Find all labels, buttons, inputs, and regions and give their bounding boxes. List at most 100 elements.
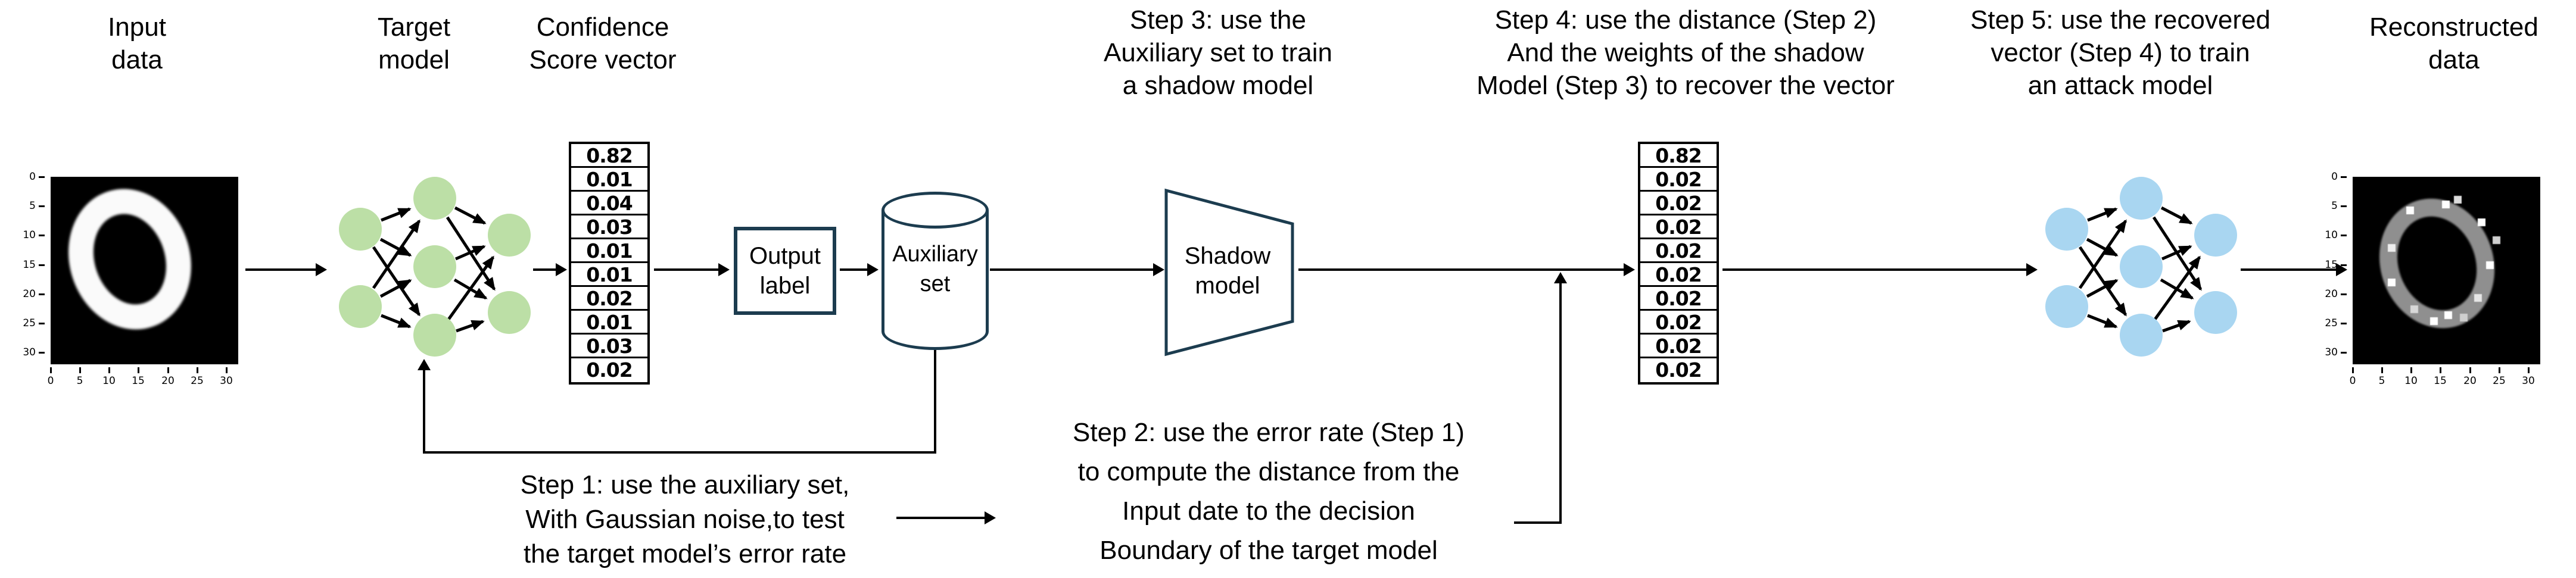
target-model-network: [339, 177, 531, 357]
y-tick-label: 25: [18, 317, 45, 330]
y-tick-label: 15: [2320, 258, 2347, 271]
y-tick-label: 15: [18, 258, 45, 271]
arrow-target-to-vector: [533, 263, 567, 276]
vector-cell: 0.01: [571, 311, 647, 335]
box-line: model: [1195, 273, 1260, 299]
x-tick-label: 30: [2516, 367, 2540, 387]
vector-cell: 0.02: [1640, 287, 1717, 311]
title-line: an attack model: [2027, 71, 2213, 100]
input-data-title: Input data: [48, 11, 226, 76]
step-line: Boundary of the target model: [1099, 536, 1438, 565]
title-line: a shadow model: [1122, 71, 1314, 100]
cylinder-top: [881, 192, 989, 229]
target-model-title: Target model: [325, 11, 503, 76]
x-tick-label: 30: [214, 367, 238, 387]
x-tick-label: 0: [2341, 367, 2365, 387]
title-line: Model (Step 3) to recover the vector: [1477, 71, 1895, 100]
reconstructed-mnist-image: [2353, 177, 2540, 364]
vector-cell: 0.02: [1640, 168, 1717, 192]
title-line: Step 5: use the recovered: [1970, 5, 2270, 35]
vector-cell: 0.04: [571, 192, 647, 215]
neuron: [339, 285, 382, 328]
step2-connector-foot: [1514, 521, 1562, 524]
title-line: Score vector: [529, 45, 677, 74]
neuron: [2120, 245, 2163, 288]
y-tick-label: 0: [2320, 170, 2347, 183]
title-line: Input: [108, 13, 166, 42]
shadow-model-label: Shadow model: [1163, 241, 1292, 301]
vector-cell: 0.02: [1640, 263, 1717, 287]
x-tick-label: 25: [185, 367, 209, 387]
step1-annotation: Step 1: use the auxiliary set, With Gaus…: [476, 468, 893, 571]
neuron: [2045, 208, 2088, 251]
vector-cell: 0.01: [571, 239, 647, 263]
y-tick-label: 10: [18, 229, 45, 242]
x-tick-label: 10: [2399, 367, 2423, 387]
x-tick-label: 20: [2458, 367, 2482, 387]
vector-cell: 0.03: [571, 335, 647, 358]
vector-cell: 0.02: [1640, 311, 1717, 335]
box-line: set: [920, 271, 951, 296]
x-tick-label: 0: [39, 367, 63, 387]
neuron: [413, 314, 456, 357]
y-tick-label: 0: [18, 170, 45, 183]
y-tick-label: 20: [2320, 288, 2347, 301]
step-line: Step 2: use the error rate (Step 1): [1073, 418, 1465, 447]
step5-title: Step 5: use the recovered vector (Step 4…: [1942, 4, 2299, 102]
neuron: [413, 177, 456, 220]
vector-cell: 0.02: [1640, 239, 1717, 263]
step-line: With Gaussian noise,to test: [525, 505, 845, 534]
network-edges: [2078, 206, 2203, 333]
arrow-output-label-to-auxiliary: [840, 263, 879, 276]
step4-title: Step 4: use the distance (Step 2) And th…: [1447, 4, 1924, 102]
feedback-line-from-auxiliary: [934, 350, 936, 454]
x-tick-label: 5: [2370, 367, 2394, 387]
arrow-step1-to-step2: [896, 511, 996, 524]
vector-cell: 0.02: [1640, 335, 1717, 358]
title-line: Step 4: use the distance (Step 2): [1494, 5, 1877, 35]
vector-cell: 0.01: [571, 168, 647, 192]
x-tick-label: 5: [68, 367, 92, 387]
digit-zero-noisy-glyph: [2362, 182, 2513, 344]
confidence-vector-title: Confidence Score vector: [484, 11, 722, 76]
step-line: the target model’s error rate: [523, 539, 847, 568]
x-tick-label: 20: [156, 367, 180, 387]
output-label-box: Output label: [734, 227, 836, 315]
y-tick-label: 25: [2320, 317, 2347, 330]
neuron: [2194, 291, 2237, 334]
y-tick-label: 20: [18, 288, 45, 301]
arrow-shadow-to-recovered-vector: [1298, 263, 1635, 276]
y-tick-label: 30: [2320, 346, 2347, 359]
neuron: [2194, 214, 2237, 257]
neuron: [2120, 177, 2163, 220]
x-tick-label: 25: [2487, 367, 2511, 387]
title-line: model: [378, 45, 450, 74]
vector-cell: 0.02: [1640, 215, 1717, 239]
box-line: Output: [749, 243, 821, 269]
x-tick-label: 10: [97, 367, 121, 387]
step2-annotation: Step 2: use the error rate (Step 1) to c…: [1001, 413, 1537, 570]
x-tick-label: 15: [2428, 367, 2452, 387]
title-line: data: [111, 45, 163, 74]
box-line: Shadow: [1184, 243, 1271, 269]
feedback-arrow-into-target: [418, 359, 431, 454]
title-line: Target: [377, 13, 451, 42]
vector-cell: 0.01: [571, 263, 647, 287]
neuron: [2045, 285, 2088, 328]
arrow-auxiliary-to-shadow: [990, 263, 1164, 276]
neuron: [339, 208, 382, 251]
confidence-score-vector: 0.82 0.01 0.04 0.03 0.01 0.01 0.02 0.01 …: [569, 142, 650, 385]
cylinder-body: [881, 210, 989, 332]
title-line: vector (Step 4) to train: [1991, 38, 2250, 67]
neuron: [488, 291, 531, 334]
vector-cell: 0.02: [1655, 358, 1702, 382]
attack-model-network: [2045, 177, 2237, 357]
y-tick-label: 30: [18, 346, 45, 359]
reconstructed-data-title: Reconstructed data: [2335, 11, 2573, 76]
step2-connector-riser: [1554, 272, 1567, 524]
y-tick-label: 5: [2320, 199, 2347, 213]
step-line: Input date to the decision: [1122, 496, 1415, 526]
title-line: And the weights of the shadow: [1507, 38, 1864, 67]
box-line: Auxiliary: [892, 242, 978, 267]
